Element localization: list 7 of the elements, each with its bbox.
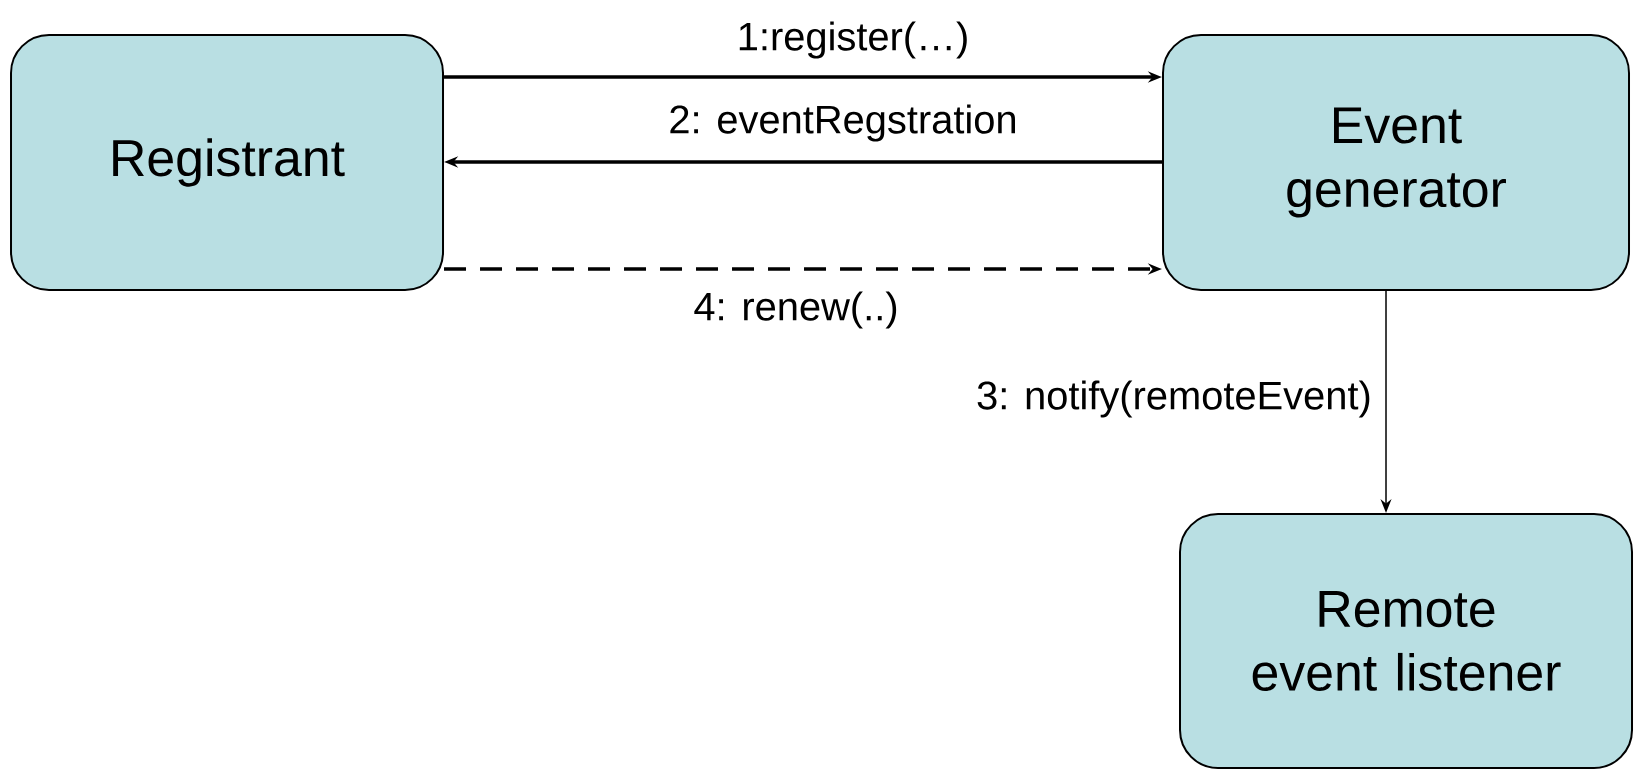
edge-label: 1:register(…) <box>734 19 972 61</box>
process-box: Registrant <box>10 34 444 291</box>
process-box: Event generator <box>1162 34 1630 291</box>
edge-label: 2: eventRegstration <box>666 102 1020 144</box>
process-box: Remote event listener <box>1179 513 1633 769</box>
edge-label: 3: notify(remoteEvent) <box>974 378 1374 420</box>
edge-label: 4: renew(..) <box>691 289 901 331</box>
